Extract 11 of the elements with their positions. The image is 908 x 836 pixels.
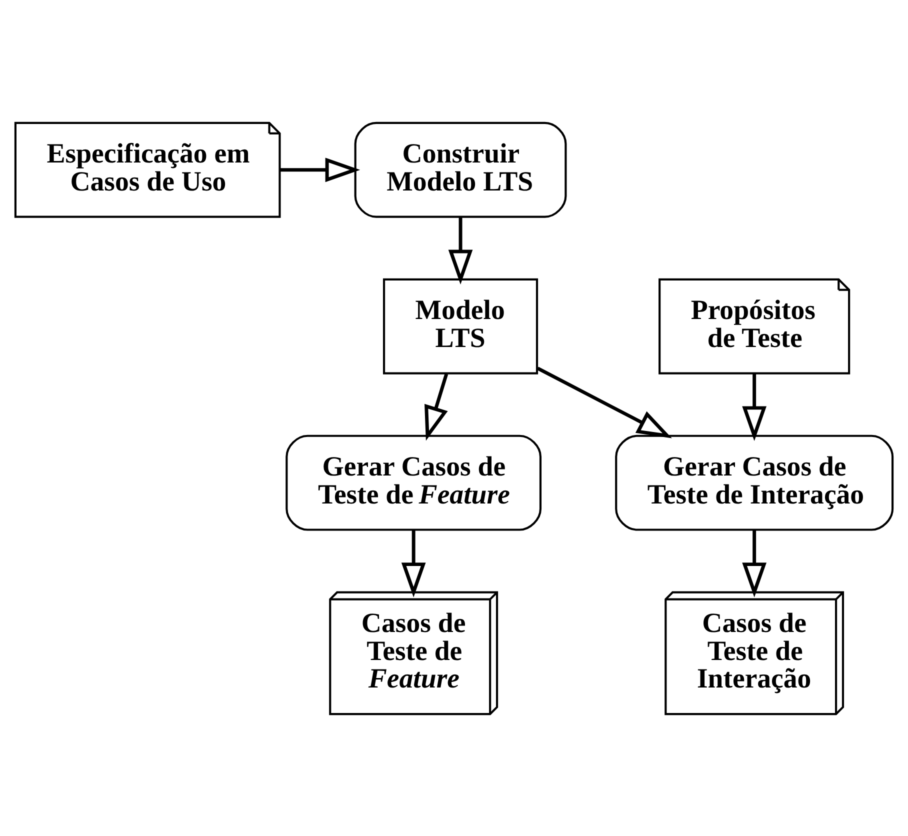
node-box: Gerar Casos de Teste de Interação bbox=[615, 434, 894, 530]
node-box: Construir Modelo LTS bbox=[354, 121, 567, 218]
node-box: Modelo LTS bbox=[382, 278, 538, 374]
arrow bbox=[448, 217, 473, 284]
arrow bbox=[742, 374, 767, 440]
arrow bbox=[536, 366, 672, 438]
node-box: Gerar Casos de Teste de Feature bbox=[286, 434, 542, 530]
arrow bbox=[280, 157, 360, 182]
arrow bbox=[401, 530, 426, 597]
arrow bbox=[742, 530, 767, 597]
arrow bbox=[424, 372, 448, 440]
